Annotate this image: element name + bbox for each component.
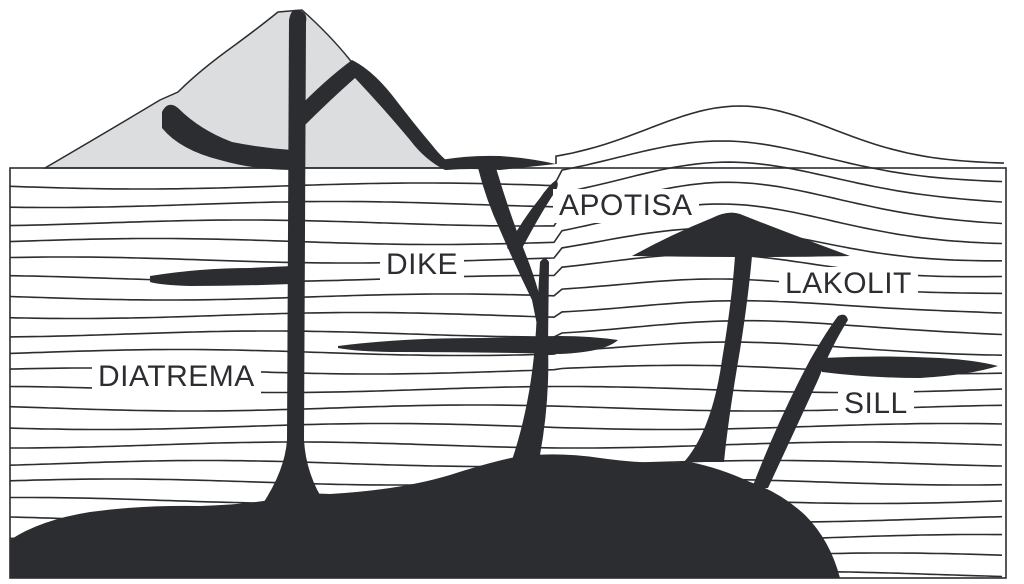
ground-surface <box>556 106 1004 164</box>
apophysis <box>507 180 558 256</box>
stratum-line <box>10 424 1002 430</box>
stratum-line <box>10 442 1002 448</box>
label-dike: DIKE <box>380 248 464 282</box>
label-lakolit: LAKOLIT <box>779 267 918 301</box>
laccolith-feeder <box>684 256 752 462</box>
volcano-cone <box>45 10 452 168</box>
magma-chamber <box>10 454 840 578</box>
stratum-line <box>10 301 1002 319</box>
stratum-line <box>10 321 1002 337</box>
sill-right <box>822 357 998 379</box>
diatreme-sill <box>150 266 292 286</box>
label-diatrema: DIATREMA <box>92 360 261 394</box>
middle-sill <box>338 336 618 354</box>
label-apotisa: APOTISA <box>553 189 699 223</box>
sill-feeder <box>752 315 848 488</box>
label-sill: SILL <box>838 387 914 421</box>
